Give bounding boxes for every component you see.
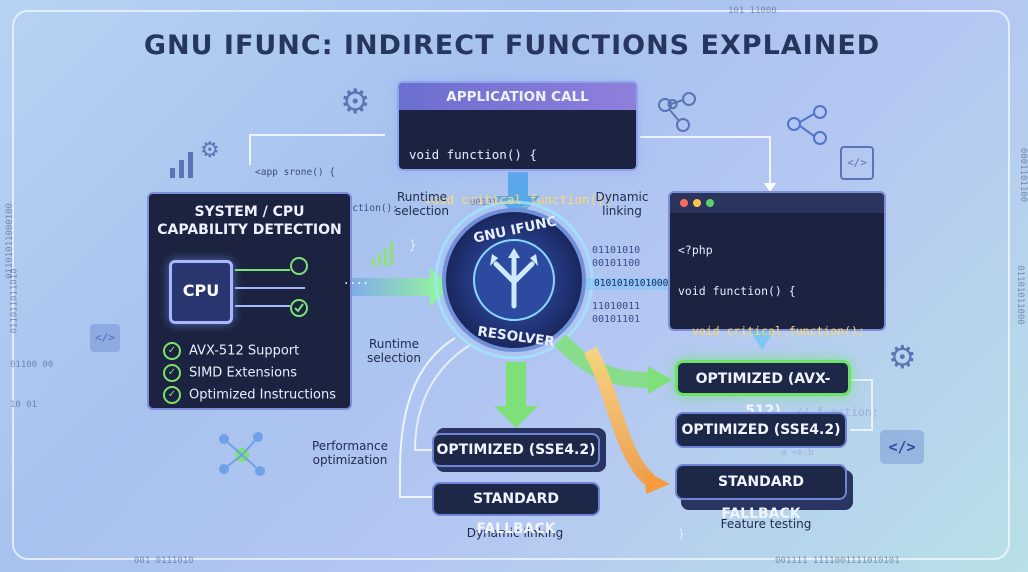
application-call-header [399,83,636,110]
gear-icon: ⚙ [200,138,220,163]
bg-binary: 101 11000 [728,6,777,16]
bar-chart-icon [372,240,402,266]
check-icon: ✓ [163,364,181,382]
window-minimize-dot [693,199,701,207]
resolver-bits-line: 11010011 00101101 [592,301,641,325]
label-feature-testing: Feature testing [696,517,836,531]
cpu-chip-label: CPU [182,281,220,300]
window-close-dot [680,199,688,207]
application-call-code: void function() { void critical_function… [409,117,612,282]
detection-title-line1: SYSTEM / CPU [194,204,305,220]
label-dynamic-linking: Dynamic linking [440,526,590,540]
application-call-panel: APPLICATION CALL void function() { void … [397,81,638,252]
outcome-label: OPTIMIZED (SSE4.2) [436,442,596,458]
outcome-label: STANDARD FALLBACK [718,474,804,522]
bg-binary: 10 01 [10,400,38,410]
code-icon: </> [90,324,120,352]
code-window-icon: </> [840,146,874,180]
code-line: void function() { [409,147,537,162]
code-line: void function() { [678,283,796,298]
outcome-sse42: OPTIMIZED (SSE4.2) [675,412,847,448]
resolver-bits-line: 01101010 00101100 [592,245,641,269]
check-icon: ✓ [163,386,181,404]
outcome-sse42: OPTIMIZED (SSE4.2) [432,433,600,467]
window-titlebar [670,193,884,213]
code-line: void critical_function(); [409,192,613,207]
share-network-icon [658,92,696,132]
outcome-label: OPTIMIZED (SSE4.2) [681,422,841,438]
bg-binary: 001111 1111001111010101 [775,556,900,566]
bg-binary: 0010100 [470,198,508,208]
resolver-bits: 11010011 00101101 [592,300,662,326]
application-call-title: APPLICATION CALL [446,89,589,105]
outcome-standard-fallback: STANDARD FALLBACK [675,464,847,522]
label-performance-optimization: Performance optimization [311,439,389,467]
feature-item: ✓ AVX-512 Support [163,342,299,360]
bg-binary: 001 0111010 [134,556,194,566]
resolver-stream: 0101010101000100100000001 [594,278,737,289]
molecule-icon [219,432,265,476]
faint-code-line: <app srone() { [255,167,336,178]
label-runtime-selection: Runtime selection [367,337,421,365]
bar-chart-icon [170,150,196,178]
cpu-chip-icon: CPU [169,260,233,324]
page-title: GNU IFUNC: INDIRECT FUNCTIONS EXPLAINED [143,30,881,61]
detection-title-line2: CAPABILITY DETECTION [157,222,342,238]
code-line: <?php [678,243,713,257]
feature-item: ✓ Optimized Instructions [163,386,336,404]
php-code-panel: <?php void function() { void critical_fu… [668,191,886,540]
flow-dots: .... [344,272,370,288]
bg-binary: 01100 00 [10,360,54,370]
code-line: } [409,237,417,252]
code-line: } [678,526,685,541]
outcome-label: STANDARD FALLBACK [473,491,559,537]
feature-label: SIMD Extensions [189,365,298,381]
share-network-icon [787,105,827,145]
gear-icon: ⚙ [340,82,371,122]
outer-frame [12,10,1010,560]
chip-signal-lines [235,257,308,317]
outcome-avx512: OPTIMIZED (AVX-512) [675,360,851,419]
code-icon: </> [880,430,924,464]
resolver-bits: 01101010 00101100 [592,244,662,270]
feature-label: AVX-512 Support [189,343,300,359]
code-line: a <e.b [678,447,814,458]
outcome-standard-fallback: STANDARD FALLBACK [432,482,600,537]
label-runtime-selection: Runtime selection [395,190,449,218]
feature-item: ✓ SIMD Extensions [163,364,297,382]
gear-icon: ⚙ [888,338,917,376]
check-icon: ✓ [163,342,181,360]
network-icon: ⚬ [660,88,686,123]
cpu-detection-panel: SYSTEM / CPU CAPABILITY DETECTION CPU ✓ A… [147,192,352,410]
label-dynamic-linking: Dynamic linking [595,190,649,218]
feature-label: Optimized Instructions [189,387,337,403]
window-maximize-dot [706,199,714,207]
code-line: void critical_function(); [678,324,865,338]
